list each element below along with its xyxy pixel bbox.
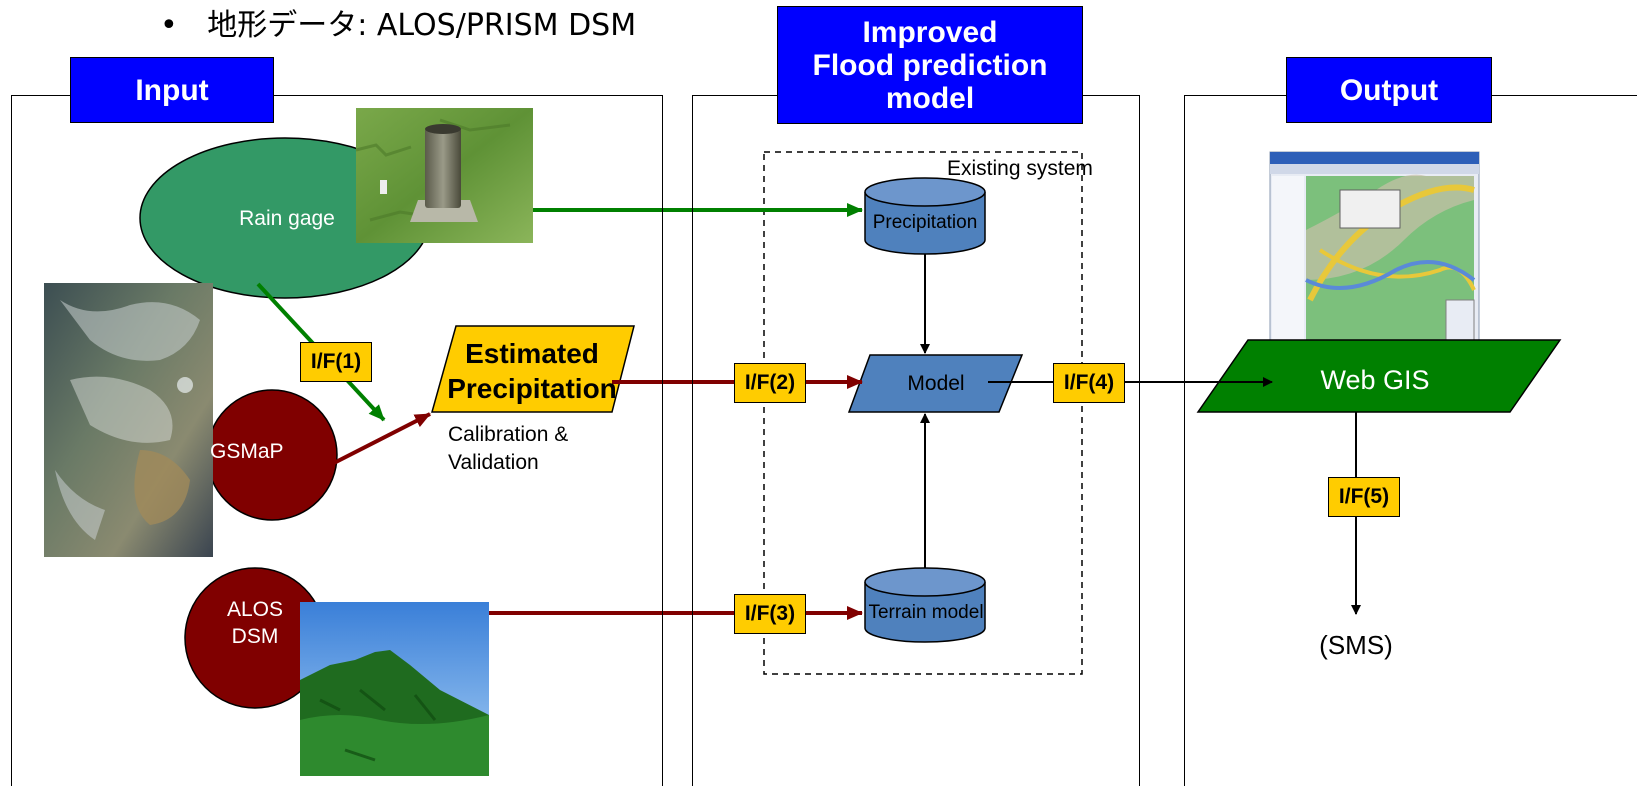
estimated-precipitation-label: Estimated Precipitation [447, 338, 617, 404]
precipitation-label: Precipitation [872, 212, 978, 233]
output-header: Output [1286, 57, 1492, 123]
input-panel [11, 95, 663, 786]
model-label: Model [907, 372, 965, 395]
interface-1-label: I/F(1) [300, 342, 372, 382]
interface-2-label: I/F(2) [734, 363, 806, 403]
alos-dsm-label: ALOS DSM [226, 598, 284, 648]
web-gis-parallelogram [1196, 339, 1562, 413]
bullet-dot: • [160, 8, 178, 43]
input-header: Input [70, 57, 274, 123]
existing-system-label: Existing system [947, 157, 1093, 180]
rain-gage-label: Rain gage [239, 207, 335, 230]
bullet-text: 地形データ: ALOS/PRISM DSM [207, 8, 637, 43]
precipitation-cylinder [864, 177, 986, 255]
model-header: Improved Flood prediction model [777, 6, 1083, 124]
calibration-label: Calibration & Validation [448, 423, 569, 474]
output-panel [1184, 95, 1637, 786]
gsmap-label: GSMaP [210, 440, 284, 463]
interface-4-label: I/F(4) [1053, 363, 1125, 403]
satellite-image [44, 283, 213, 557]
model-parallelogram [847, 354, 1024, 413]
web-gis-label: Web GIS [1320, 365, 1430, 395]
alos-dsm-terrain-image [300, 602, 489, 776]
gsmap-to-estimated-arrow [329, 412, 431, 467]
terrain-model-label: Terrain model [868, 602, 984, 623]
model-panel [692, 95, 1140, 786]
estimated-precipitation-box [431, 325, 635, 413]
sms-label: (SMS) [1319, 630, 1393, 660]
topic-bullet: • 地形データ: ALOS/PRISM DSM [160, 0, 636, 44]
web-gis-screenshot [1269, 151, 1480, 355]
interface-5-label: I/F(5) [1328, 477, 1400, 517]
interface-3-label: I/F(3) [734, 594, 806, 634]
existing-system-box [763, 151, 1083, 675]
rain-gage-photo [355, 108, 533, 243]
